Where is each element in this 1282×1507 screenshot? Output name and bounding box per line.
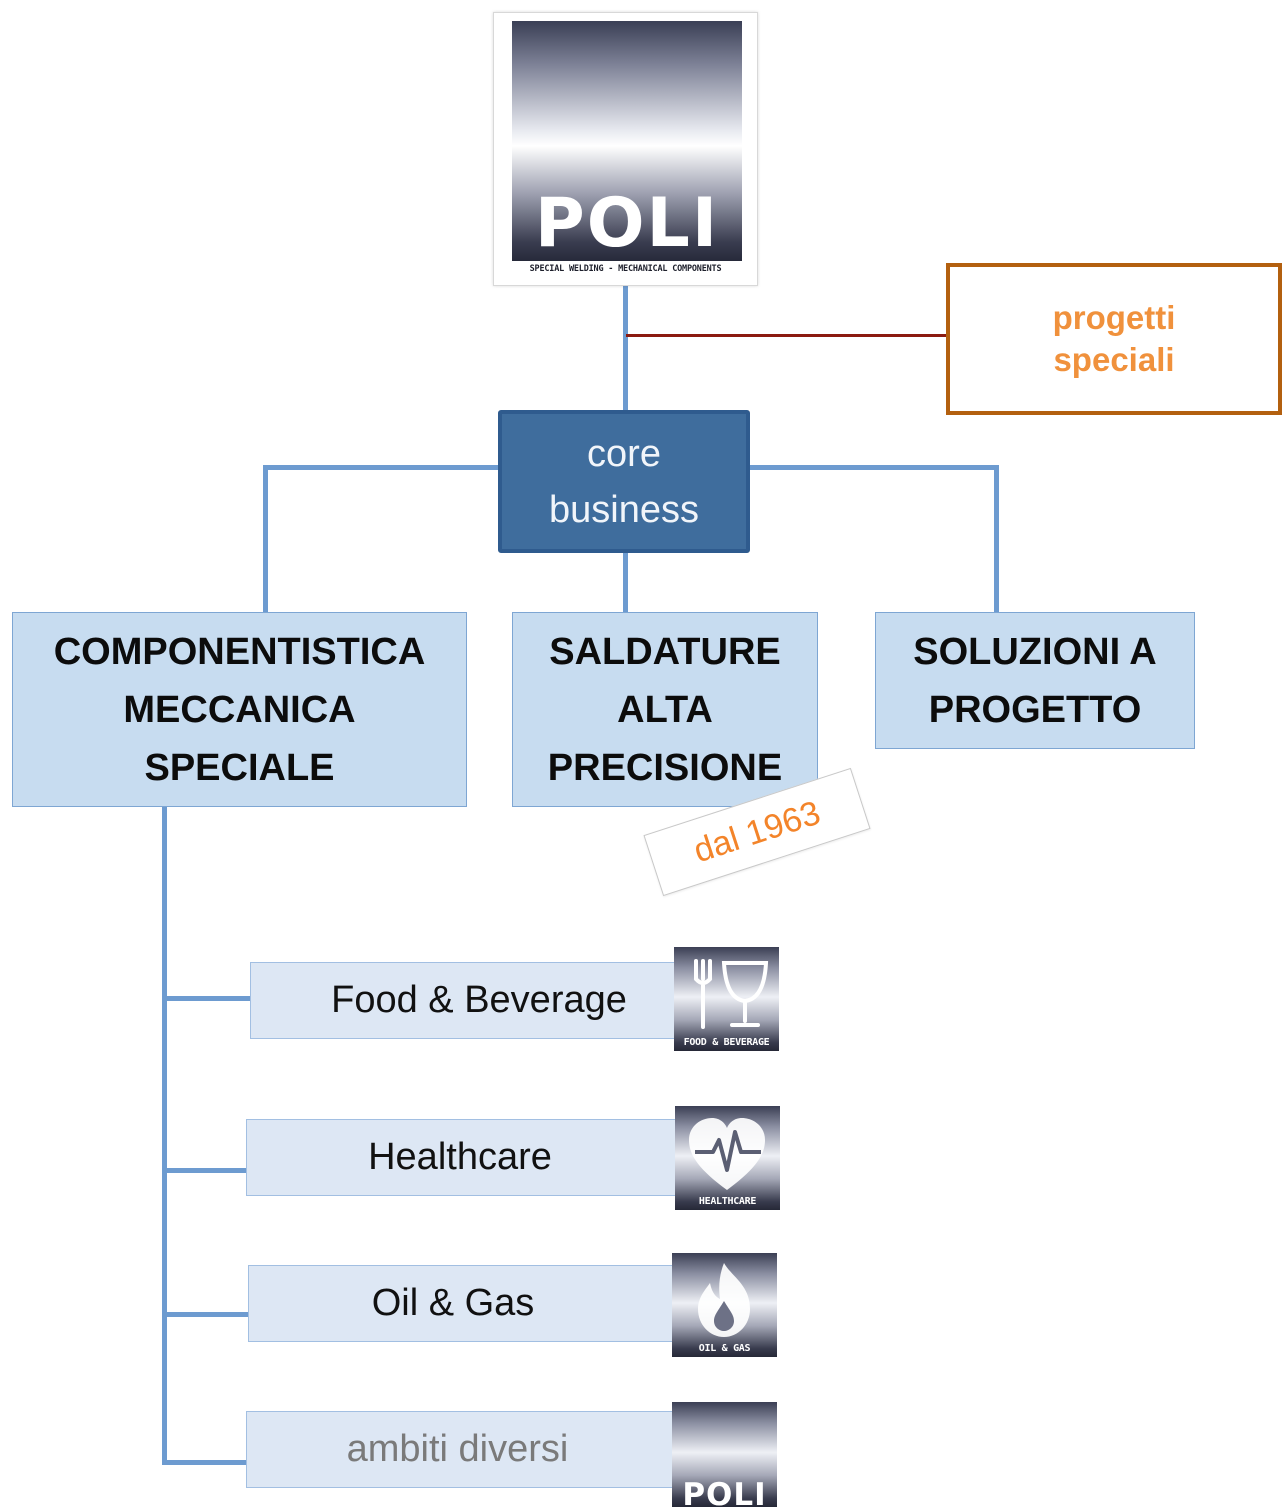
category-precision-welding: SALDATURE ALTA PRECISIONE [512, 612, 818, 807]
icon-caption: POLI [682, 1477, 767, 1507]
connector-right-down [994, 465, 999, 613]
fork-glass-icon: FOOD & BEVERAGE [674, 947, 779, 1051]
connector-sector-trunk [162, 805, 167, 1465]
special-projects-box: progetti speciali [946, 263, 1282, 415]
category-mechanical-components: COMPONENTISTICA MECCANICA SPECIALE [12, 612, 467, 807]
logo-brand: POLI [534, 184, 720, 263]
core-business-label: core business [549, 432, 699, 531]
sector-other: ambiti diversi [246, 1411, 679, 1488]
heart-pulse-icon: HEALTHCARE [675, 1106, 780, 1210]
connector-special-projects [626, 334, 948, 337]
sector-healthcare: Healthcare [246, 1119, 679, 1196]
connector-core-right [748, 465, 998, 470]
connector-sector-4 [162, 1460, 248, 1465]
category-custom-solutions: SOLUZIONI A PROGETTO [875, 612, 1195, 749]
logo-tagline: SPECIAL WELDING - MECHANICAL COMPONENTS [529, 264, 722, 274]
flame-drop-icon: OIL & GAS [672, 1253, 777, 1357]
poli-logo-icon: POLI [672, 1402, 777, 1507]
category-label: SOLUZIONI A PROGETTO [913, 630, 1157, 731]
core-business-box: core business [498, 410, 750, 553]
category-label: SALDATURE ALTA PRECISIONE [547, 630, 783, 789]
category-label: COMPONENTISTICA MECCANICA SPECIALE [53, 630, 426, 789]
connector-sector-2 [162, 1168, 248, 1173]
connector-left-down [263, 465, 268, 613]
icon-caption: FOOD & BEVERAGE [683, 1037, 770, 1048]
sector-label: Food & Beverage [331, 979, 627, 1021]
poli-logo: POLI SPECIAL WELDING - MECHANICAL COMPON… [493, 12, 758, 286]
sector-label: Healthcare [368, 1136, 552, 1178]
icon-caption: HEALTHCARE [698, 1196, 757, 1207]
sector-label: ambiti diversi [346, 1428, 569, 1470]
connector-core-left [263, 465, 500, 470]
sector-food-beverage: Food & Beverage [250, 962, 678, 1039]
sector-oil-gas: Oil & Gas [248, 1265, 678, 1342]
connector-logo-core [623, 285, 628, 413]
connector-sector-3 [162, 1312, 250, 1317]
icon-caption: OIL & GAS [698, 1343, 751, 1354]
sector-label: Oil & Gas [371, 1282, 535, 1324]
special-projects-label: progetti speciali [1052, 299, 1176, 378]
logo-gradient: POLI [512, 21, 742, 261]
connector-core-middle [623, 552, 628, 614]
connector-sector-1 [162, 996, 252, 1001]
